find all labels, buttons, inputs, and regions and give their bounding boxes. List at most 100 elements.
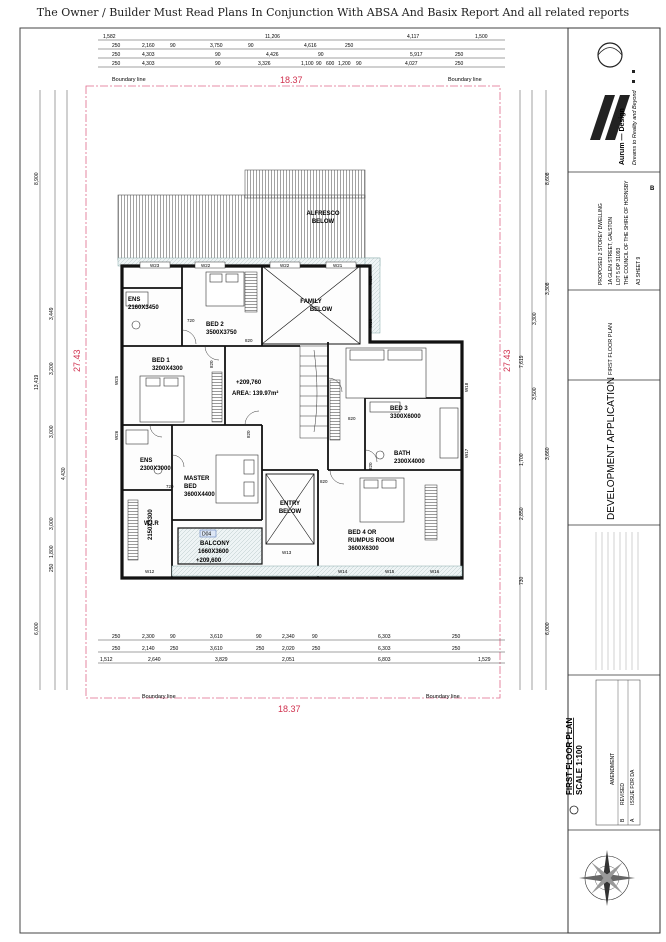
- dim-bot-r1-5: 90: [256, 634, 262, 640]
- dim-top-r4-3: 90: [215, 61, 221, 67]
- dim-top-r4-2: 4,303: [142, 61, 155, 67]
- project-line-5: A3 SHEET 9: [636, 257, 642, 285]
- window-w21: W21: [333, 263, 343, 268]
- dim-top-r4-7: 600: [326, 61, 335, 67]
- header-note: The Owner / Builder Must Read Plans In C…: [36, 6, 630, 19]
- dim-bot-r2-3: 250: [170, 646, 179, 652]
- right-dimensions: 8,608 3,308 3,300 7,619 3,500 1,700 3,66…: [519, 90, 551, 690]
- dim-bot-r1-1: 250: [112, 634, 121, 640]
- dim-bot-r2-7: 250: [312, 646, 321, 652]
- bath-size: 2300X4000: [394, 459, 425, 465]
- dim-top-2: 11,206: [265, 34, 280, 40]
- company-logo-icon: [590, 42, 635, 140]
- wardrobe-bed3: [329, 379, 341, 441]
- door-swings: [149, 329, 378, 485]
- dim-right-4: 7,619: [519, 355, 525, 368]
- window-w20: W20: [368, 275, 373, 285]
- door-tag: D04: [202, 532, 211, 538]
- window-w25: W25: [114, 375, 119, 385]
- dim-bot-r1-4: 3,610: [210, 634, 223, 640]
- room-labels: ENS 2160X3450 BED 2 3500X3750 FAMILY BEL…: [128, 297, 425, 555]
- ens2-size: 2300X3000: [140, 466, 171, 472]
- window-w23: W23: [150, 263, 160, 268]
- entry-sub: BELOW: [279, 509, 302, 515]
- dim-bot-r1-8: 6,303: [378, 634, 391, 640]
- dim-top-r3-3: 90: [215, 52, 221, 58]
- ens2-label: ENS: [140, 458, 152, 464]
- sheet-revision: B: [650, 186, 655, 192]
- ens1-label: ENS: [128, 297, 140, 303]
- dim-top-r2-4: 3,750: [210, 43, 223, 49]
- rev-b-code: B: [620, 818, 626, 822]
- door-dim-8: 820: [368, 462, 373, 470]
- dim-top-r4-4: 3,326: [258, 61, 271, 67]
- drawing-title-small: FIRST FLOOR PLAN: [608, 323, 614, 375]
- top-dimensions: 1,582 11,206 4,117 1,500 250 2,160 90 3,…: [98, 34, 505, 68]
- rev-a-desc: ISSUE FOR DA: [630, 769, 636, 805]
- entry-void: [265, 473, 315, 545]
- dim-top-r2-6: 4,616: [304, 43, 317, 49]
- alfresco-roof-upper: [244, 169, 366, 199]
- dim-left-7: 1,800: [49, 545, 55, 558]
- window-w26: W26: [114, 430, 119, 440]
- dim-bot-r1-7: 90: [312, 634, 318, 640]
- alfresco-roof: [117, 194, 366, 261]
- dim-top-r2-1: 250: [112, 43, 121, 49]
- bed3-size: 3300X6000: [390, 414, 421, 420]
- floor-area: AREA: 139.97m²: [232, 390, 278, 397]
- dim-top-r2-7: 250: [345, 43, 354, 49]
- window-w19: W19: [368, 318, 373, 328]
- dim-top-r3-7: 250: [455, 52, 464, 58]
- dim-right-10: 6,000: [545, 622, 551, 635]
- bed1-size: 3200X4300: [152, 366, 183, 372]
- dim-bot-r3-1: 1,512: [100, 657, 113, 663]
- dim-top-3: 4,117: [407, 34, 419, 40]
- project-line-1: PROPOSED 2 STOREY DWELLING: [598, 203, 604, 285]
- dim-right-3: 3,300: [532, 312, 538, 325]
- dim-top-r4-6: 90: [316, 61, 322, 67]
- dim-top-r4-8: 1,200: [338, 61, 351, 67]
- dim-left-3: 3,200: [49, 362, 55, 375]
- boundary-label-bl: Boundary line: [142, 694, 176, 700]
- dim-bot-r2-4: 3,610: [210, 646, 223, 652]
- dim-bot-r2-9: 250: [452, 646, 461, 652]
- door-dim-2: 820: [245, 338, 253, 343]
- dim-right-6: 1,700: [519, 453, 525, 466]
- bed2-label: BED 2: [206, 322, 224, 328]
- bed3-label: BED 3: [390, 406, 408, 412]
- door-dim-5: 820: [348, 416, 356, 421]
- dim-top-r2-3: 90: [170, 43, 176, 49]
- balcony-area: [177, 527, 263, 565]
- boundary-label-br: Boundary line: [426, 694, 460, 700]
- door-tag-box: [199, 529, 217, 538]
- alfresco-label: ALFRESCO: [307, 211, 340, 217]
- dim-bot-r1-3: 90: [170, 634, 176, 640]
- dim-bot-r1-9: 250: [452, 634, 461, 640]
- dim-left-4: 3,000: [49, 425, 55, 438]
- floor-plan: ALFRESCO BELOW: [114, 169, 469, 580]
- amendment-label: AMENDMENT: [610, 753, 616, 785]
- boundary-width-top: 18.37: [280, 75, 303, 85]
- wardrobe-bed1: [211, 371, 223, 423]
- family-sub: BELOW: [310, 307, 333, 313]
- dim-bot-r3-3: 3,829: [215, 657, 228, 663]
- dim-right-9: 730: [519, 576, 525, 585]
- bottom-dimensions: 250 2,300 90 3,610 90 2,340 90 6,303 250…: [98, 634, 505, 664]
- dim-top-r4-5: 1,100: [301, 61, 314, 67]
- dim-bot-r3-4: 2,051: [282, 657, 295, 663]
- dim-top-r3-5: 90: [318, 52, 324, 58]
- dim-left-overall: 13,419: [34, 374, 40, 390]
- dim-bot-r2-1: 250: [112, 646, 121, 652]
- alfresco-sub: BELOW: [312, 219, 335, 225]
- wardrobe-bed4: [424, 484, 438, 541]
- development-stamp: DEVELOPMENT APPLICATION: [606, 377, 617, 520]
- compass-rose-icon: [579, 850, 635, 906]
- site-boundary: [85, 85, 501, 699]
- window-w22-a: W22: [201, 263, 211, 268]
- dim-top-r3-1: 250: [112, 52, 121, 58]
- wir-label: W.I.R: [144, 521, 159, 527]
- dim-bot-r2-8: 6,303: [378, 646, 391, 652]
- master-sub: BED: [184, 484, 197, 490]
- balustrade-bottom: [171, 565, 463, 577]
- door-dim-7: 820: [320, 479, 328, 484]
